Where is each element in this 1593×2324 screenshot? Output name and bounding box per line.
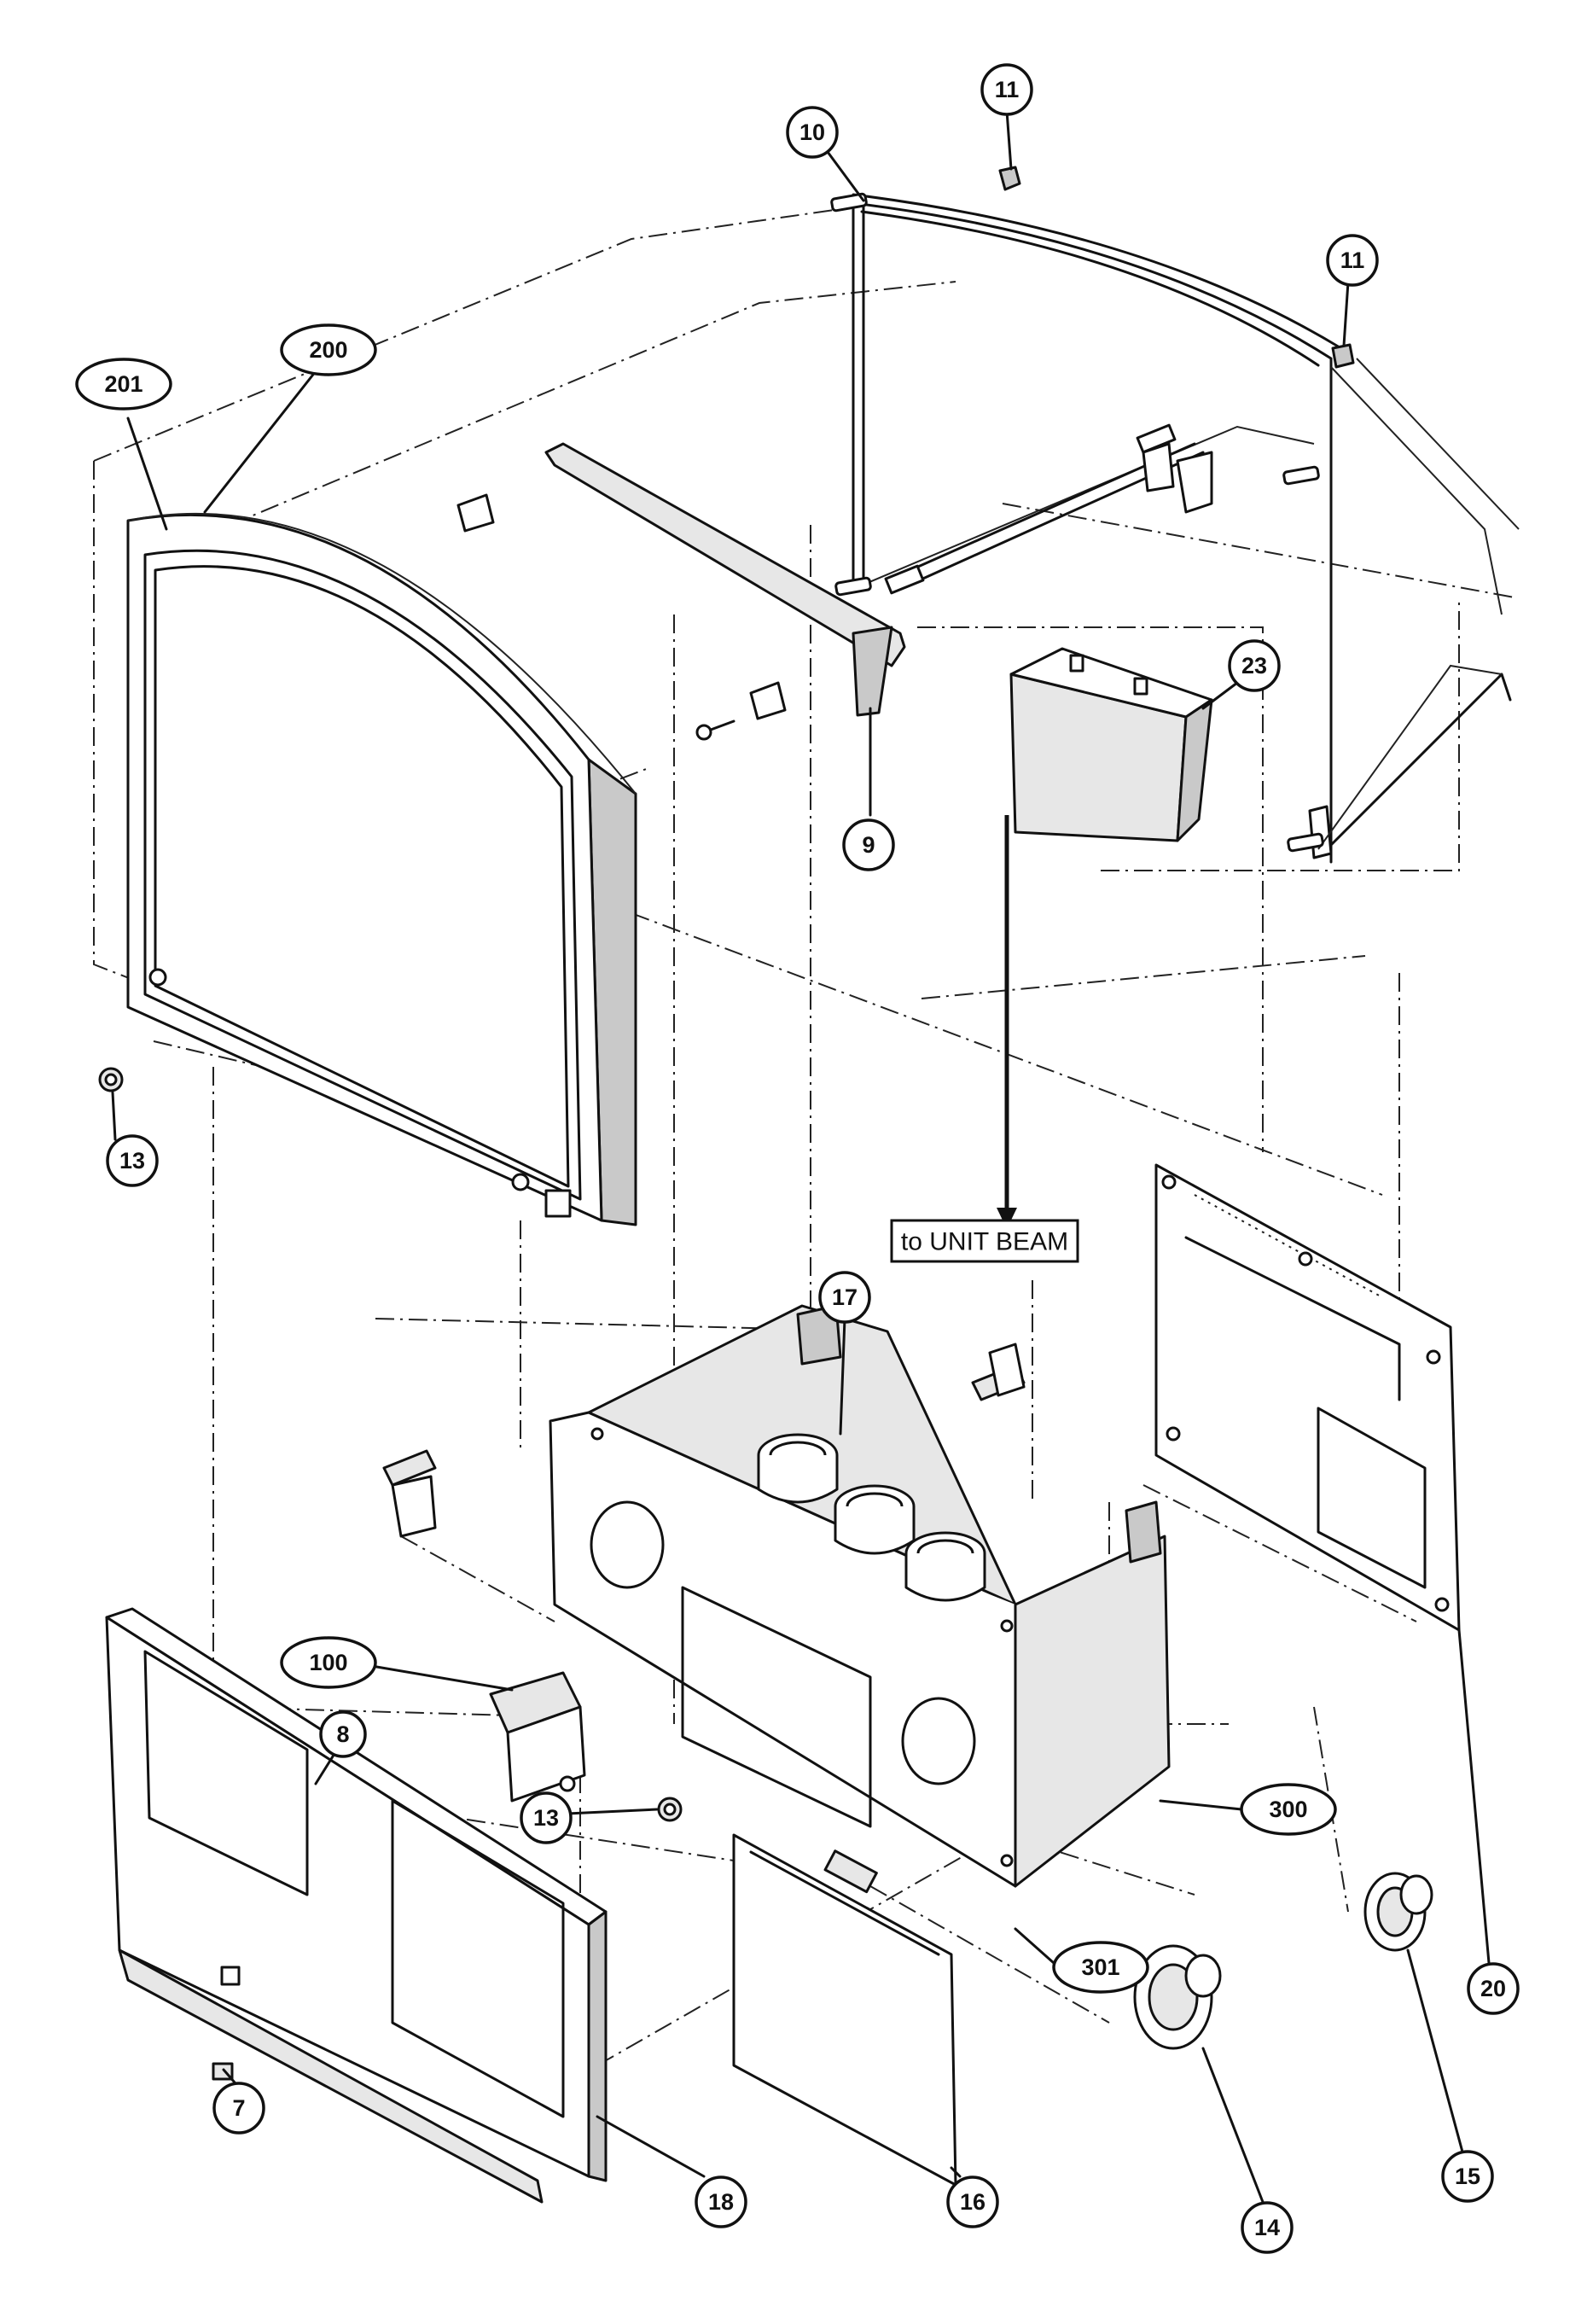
callout-7: 7 [212,2082,265,2135]
callout-label: 23 [1241,653,1267,679]
callout-9: 9 [842,818,895,871]
callout-label: 16 [960,2189,985,2215]
callout-17: 17 [818,1271,871,1324]
unit-beam-note: to UNIT BEAM [890,815,1079,1263]
brackets [382,1343,1026,1538]
callout-label: 18 [708,2189,734,2215]
callout-100: 100 [280,1636,377,1689]
bracket-part-100 [489,1671,586,1803]
callout-label: 200 [309,337,347,363]
callout-label: 301 [1081,1954,1119,1980]
callout-label: 10 [799,119,825,145]
speaker-part-15 [1363,1872,1433,1952]
callout-label: 11 [995,77,1020,102]
callout-300: 300 [1240,1783,1337,1836]
callout-16: 16 [946,2175,999,2228]
screen-frame-part-200-201 [126,512,637,1226]
callout-13: 13 [106,1134,159,1187]
callout-label: 17 [832,1284,858,1310]
callout-13: 13 [520,1791,573,1844]
callout-11: 11 [1326,234,1379,287]
callout-label: 300 [1269,1797,1307,1822]
callout-8: 8 [319,1710,367,1758]
callout-label: 11 [1340,248,1365,273]
speaker-part-14 [1133,1944,1222,2050]
callout-label: 7 [232,2095,245,2121]
chassis-part-17 [549,1304,1171,1888]
clip-part-11 [998,166,1355,369]
speaker-grille-part-18 [105,1607,608,2204]
callout-label: 9 [862,832,875,858]
bar-part-9 [456,442,906,741]
pcb-part-16 [732,1833,957,2187]
callout-label: 8 [336,1721,349,1747]
back-panel-part-20 [1154,1163,1461,1632]
callout-15: 15 [1441,2150,1494,2203]
callout-14: 14 [1241,2201,1294,2254]
screw-part-13 [98,1067,683,1822]
callout-label: 201 [104,371,142,397]
callout-11: 11 [980,63,1033,116]
callout-201: 201 [75,358,172,411]
callout-200: 200 [280,323,377,376]
leader-lines [111,109,1491,2204]
callout-label: 14 [1254,2215,1280,2240]
callout-20: 20 [1467,1962,1520,2015]
callout-23: 23 [1228,639,1281,692]
callout-18: 18 [695,2175,747,2228]
callout-label: 13 [533,1805,559,1831]
box-part-23 [1009,647,1213,842]
callout-10: 10 [786,106,839,159]
callout-label: 20 [1480,1976,1506,2001]
top-frame-assembly [830,192,1520,864]
callout-label: 13 [119,1148,145,1174]
callout-301: 301 [1052,1941,1149,1994]
callout-label: 15 [1455,2164,1480,2189]
unit-beam-label: to UNIT BEAM [901,1228,1068,1256]
callout-label: 100 [309,1650,347,1675]
